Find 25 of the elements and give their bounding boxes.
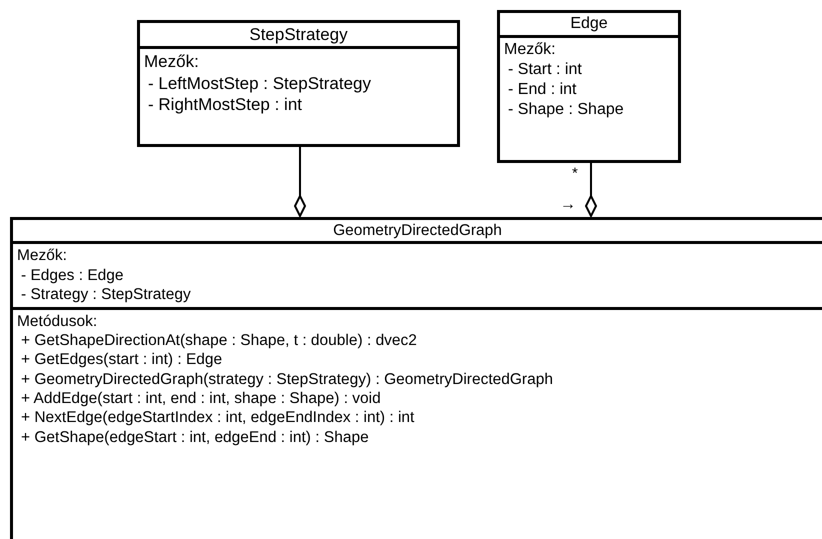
class-name: GeometryDirectedGraph (333, 221, 502, 240)
class-member: - Strategy : StepStrategy (21, 285, 191, 304)
class-member: + AddEdge(start : int, end : int, shape : Shape) : void (21, 389, 381, 408)
class-name: StepStrategy (249, 24, 348, 46)
class-member: - LeftMostStep : StepStrategy (148, 72, 372, 94)
section-heading: Mezők: (504, 40, 556, 60)
class-box (137, 20, 460, 147)
class-member: + GetShapeDirectionAt(shape : Shape, t : double) : dvec2 (21, 330, 417, 350)
section-heading: Mezők: (17, 246, 67, 266)
section-heading: Mezők: (144, 51, 199, 72)
class-member: + NextEdge(edgeStartIndex : int, edgeEndIndex : int) : int (21, 408, 414, 428)
aggregation-line (585, 163, 597, 217)
class-box (497, 10, 681, 163)
aggregation-line (294, 147, 306, 217)
section-heading: Metódusok: (17, 312, 98, 331)
class-box (10, 217, 822, 539)
class-name: Edge (570, 14, 608, 34)
class-member: + GetShape(edgeStart : int, edgeEnd : int) : Shape (21, 428, 369, 448)
class-member: + GeometryDirectedGraph(strategy : StepStrategy) : GeometryDirectedGraph (21, 370, 553, 389)
class-member: - Start : int (508, 60, 582, 80)
class-member: - End : int (508, 80, 576, 100)
class-member: - RightMostStep : int (148, 94, 302, 115)
class-member: + GetEdges(start : int) : Edge (21, 350, 222, 370)
class-member: - Edges : Edge (21, 266, 124, 286)
class-member: - Shape : Shape (508, 100, 624, 120)
